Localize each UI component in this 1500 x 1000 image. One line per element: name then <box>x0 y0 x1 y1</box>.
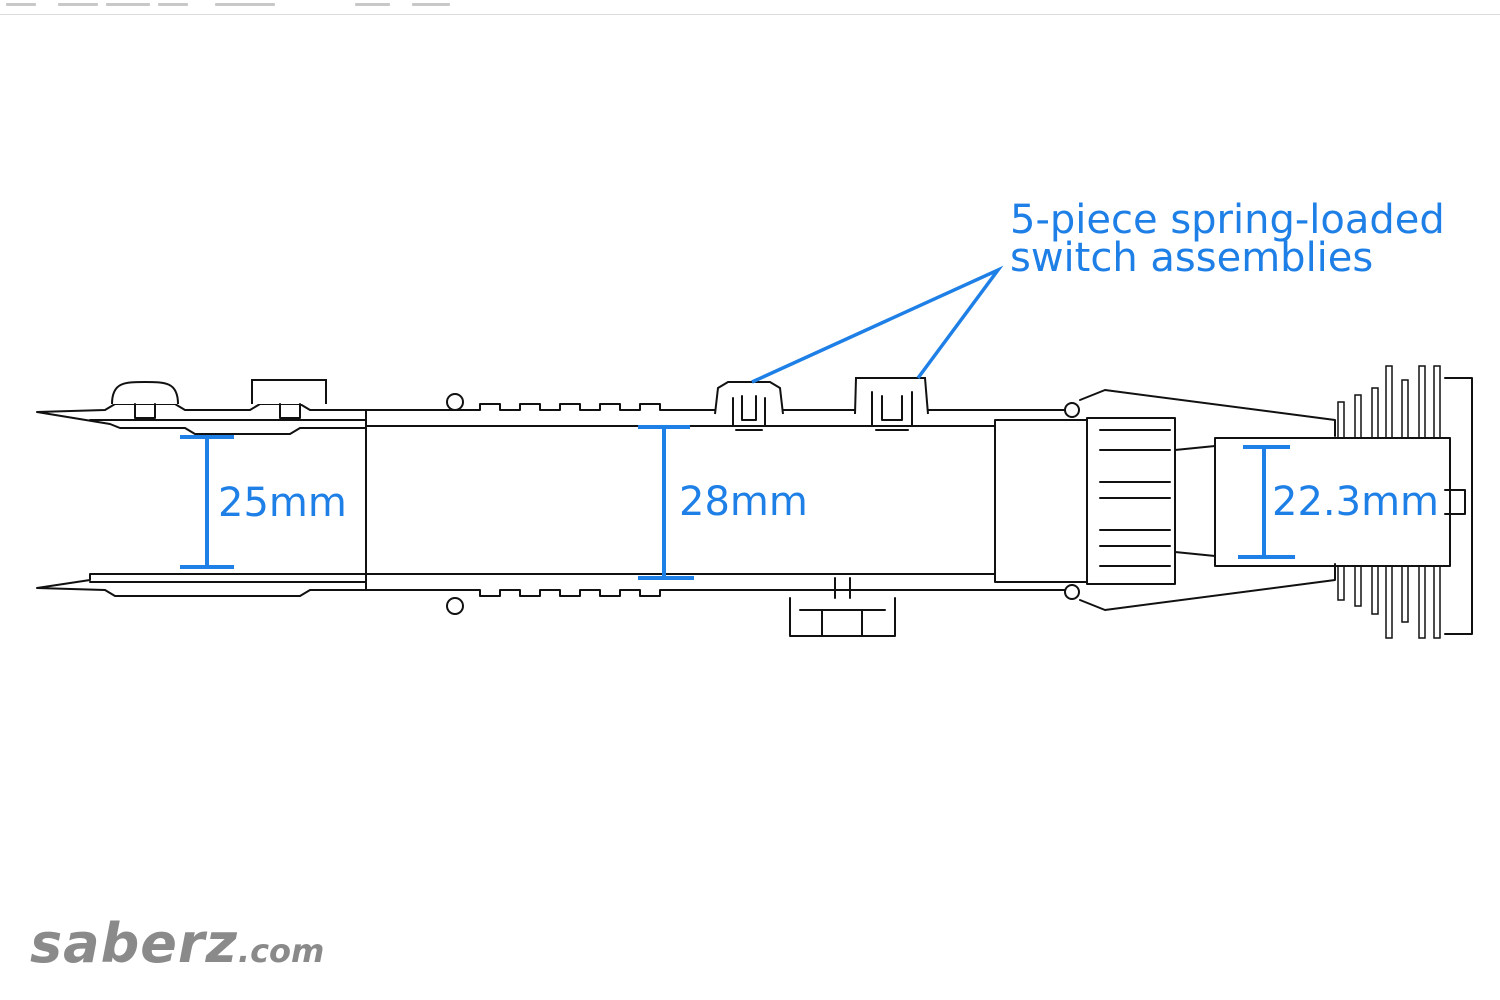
body-bottom-pin <box>446 597 464 615</box>
body-top-wall <box>365 403 1071 411</box>
dimension-25mm: 25mm <box>180 435 347 569</box>
top-toolbar-strip <box>0 0 1500 15</box>
pommel-fins-top <box>1337 365 1441 439</box>
toolbar-fragment <box>215 3 275 6</box>
switch-2-housing <box>854 377 929 415</box>
chassis-section <box>994 389 1451 611</box>
emitter-knob-right <box>251 379 327 404</box>
toolbar-fragment <box>58 3 98 6</box>
chassis-outer-bottom <box>1079 563 1336 611</box>
emitter-knob-left-stem <box>134 403 156 419</box>
body-top-pin <box>446 393 464 411</box>
callout-line-1: 5-piece spring-loaded <box>1010 197 1445 243</box>
switch-1-detail <box>732 395 766 431</box>
speaker-housing <box>1214 437 1451 567</box>
switch-assembly-2 <box>854 377 929 431</box>
dim-25-label: 25mm <box>218 480 347 526</box>
pommel-cap <box>1444 377 1473 635</box>
toolbar-fragment <box>412 3 450 6</box>
pommel-fins-bottom <box>1337 565 1441 639</box>
bottom-clip <box>789 577 896 637</box>
chassis-bottom-pin <box>1064 584 1080 600</box>
switch-2-detail <box>871 391 913 431</box>
toolbar-fragment <box>6 3 36 6</box>
chassis-top-pin <box>1064 402 1080 418</box>
toolbar-fragment <box>158 3 188 6</box>
emitter-knob-left <box>111 380 179 405</box>
chassis-mid-lines <box>1174 445 1216 557</box>
body-bottom-wall <box>365 589 1071 597</box>
dim-22-label: 22.3mm <box>1272 479 1439 525</box>
callout-line-2: switch assemblies <box>1010 235 1373 281</box>
switch-assembly-1 <box>714 381 784 431</box>
chassis-connector-slots <box>1099 429 1171 567</box>
emitter-section <box>36 379 367 597</box>
dim-28-label: 28mm <box>679 479 808 525</box>
chassis-inner-box <box>994 419 1088 583</box>
chassis-outer-top <box>1079 389 1336 437</box>
dimension-28mm: 28mm <box>638 425 808 580</box>
emitter-bottom-shroud <box>36 573 367 597</box>
dimension-22-3mm: 22.3mm <box>1238 445 1439 559</box>
watermark-name: saberz <box>30 912 238 975</box>
callout-leader-lines <box>751 265 1004 384</box>
emitter-knob-right-stem <box>279 403 301 419</box>
watermark-tld: .com <box>237 932 325 970</box>
toolbar-fragment <box>106 3 150 6</box>
chassis-connector <box>1086 417 1176 585</box>
watermark-logo: saberz.com <box>30 912 324 975</box>
pommel-port <box>1444 489 1466 515</box>
pommel-fins <box>1337 365 1473 639</box>
toolbar-fragment <box>355 3 390 6</box>
switch-1-housing <box>714 381 784 415</box>
switch-callout: 5-piece spring-loaded switch assemblies <box>751 197 1445 384</box>
